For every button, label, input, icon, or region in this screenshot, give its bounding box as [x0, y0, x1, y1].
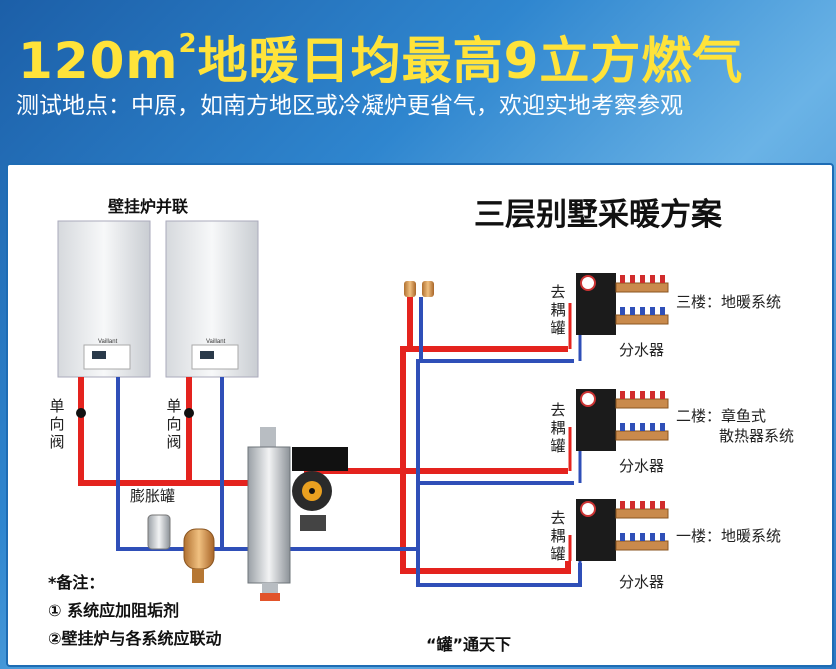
check-valve-left [76, 408, 86, 418]
loop-valve [630, 275, 635, 283]
loop-valve [640, 533, 645, 541]
zone1-manifold: 分水器 [619, 573, 665, 591]
expansion-tank [147, 514, 171, 550]
loop-valve [620, 501, 625, 509]
loop-valve [640, 275, 645, 283]
loop-valve [650, 307, 655, 315]
loop-valve [640, 501, 645, 509]
loop-valve [660, 501, 665, 509]
loop-valve [620, 275, 625, 283]
pressure-gauge-icon [580, 391, 596, 407]
loop-valve [650, 391, 655, 399]
note-1: ① 系统应加阻垢剂 [48, 601, 180, 620]
heating-diagram-panel: Vaillant Vaillant [6, 163, 834, 667]
zone3-manifold: 分水器 [619, 341, 665, 359]
loop-valve [640, 307, 645, 315]
wall-boiler-left: Vaillant [57, 220, 151, 378]
boiler-brand-right: Vaillant [206, 339, 226, 345]
air-vents [404, 281, 434, 297]
return-manifold-bar [615, 540, 669, 551]
check-valve-label-right: 单向阀 [166, 397, 182, 451]
loop-valve [640, 423, 645, 431]
pressure-gauge-icon [580, 501, 596, 517]
expansion-tank-label: 膨胀罐 [130, 487, 176, 505]
loop-valve [630, 501, 635, 509]
return-manifold-bar [615, 314, 669, 325]
loop-valve [650, 533, 655, 541]
loop-valve [630, 391, 635, 399]
loop-valve [660, 307, 665, 315]
zone2-floor: 二楼：章鱼式 [676, 407, 767, 425]
loop-valve [620, 307, 625, 315]
loop-valve [660, 423, 665, 431]
loop-valve [640, 391, 645, 399]
supply-manifold-bar [615, 508, 669, 519]
zone3-to-tank: 去耦罐 [550, 283, 566, 337]
zone2-manifold: 分水器 [619, 457, 665, 475]
headline-superscript: 2 [178, 29, 198, 59]
return-manifold-bar [615, 430, 669, 441]
loop-valve [660, 391, 665, 399]
loop-valve [630, 423, 635, 431]
bottom-caption: “罐”通天下 [426, 635, 512, 654]
circulation-pump [292, 447, 348, 531]
loop-valve [650, 423, 655, 431]
manifold-assembly-2 [576, 389, 669, 451]
manifold-assembly-1 [576, 273, 669, 335]
return-pipes [116, 297, 582, 587]
zone1-floor: 一楼：地暖系统 [676, 527, 782, 545]
dirt-separator [183, 528, 215, 583]
check-valve-label-left: 单向阀 [49, 397, 65, 451]
loop-valve [660, 533, 665, 541]
manifold-assemblies [576, 273, 669, 561]
zone2-floor-line2: 散热器系统 [719, 427, 795, 445]
notes-title: *备注： [48, 573, 105, 592]
supply-manifold-bar [615, 398, 669, 409]
wall-boiler-right: Vaillant [165, 220, 259, 378]
loop-valve [630, 307, 635, 315]
zone3-floor: 三楼：地暖系统 [676, 293, 782, 311]
loop-valve [660, 275, 665, 283]
boiler-group-label: 壁挂炉并联 [108, 197, 189, 216]
hydraulic-separator [247, 427, 291, 601]
loop-valve [630, 533, 635, 541]
loop-valve [620, 423, 625, 431]
subheadline: 测试地点：中原，如南方地区或冷凝炉更省气，欢迎实地考察参观 [16, 93, 683, 119]
loop-valve [620, 533, 625, 541]
loop-valve [650, 501, 655, 509]
pressure-gauge-icon [580, 275, 596, 291]
supply-manifold-bar [615, 282, 669, 293]
loop-valve [650, 275, 655, 283]
piping-diagram: Vaillant Vaillant [57, 220, 669, 601]
check-valve-right [184, 408, 194, 418]
supply-pipes [78, 297, 571, 574]
note-2: ②壁挂炉与各系统应联动 [48, 629, 222, 648]
notes: *备注： ① 系统应加阻垢剂 ②壁挂炉与各系统应联动 [48, 569, 222, 653]
loop-valve [620, 391, 625, 399]
headline: 120m2地暖日均最高9立方燃气 [18, 29, 744, 90]
zone2-to-tank: 去耦罐 [550, 401, 566, 455]
diagram-title: 三层别墅采暖方案 [474, 197, 722, 233]
boiler-brand-left: Vaillant [98, 339, 118, 345]
zone1-to-tank: 去耦罐 [550, 509, 566, 563]
manifold-assembly-3 [576, 499, 669, 561]
